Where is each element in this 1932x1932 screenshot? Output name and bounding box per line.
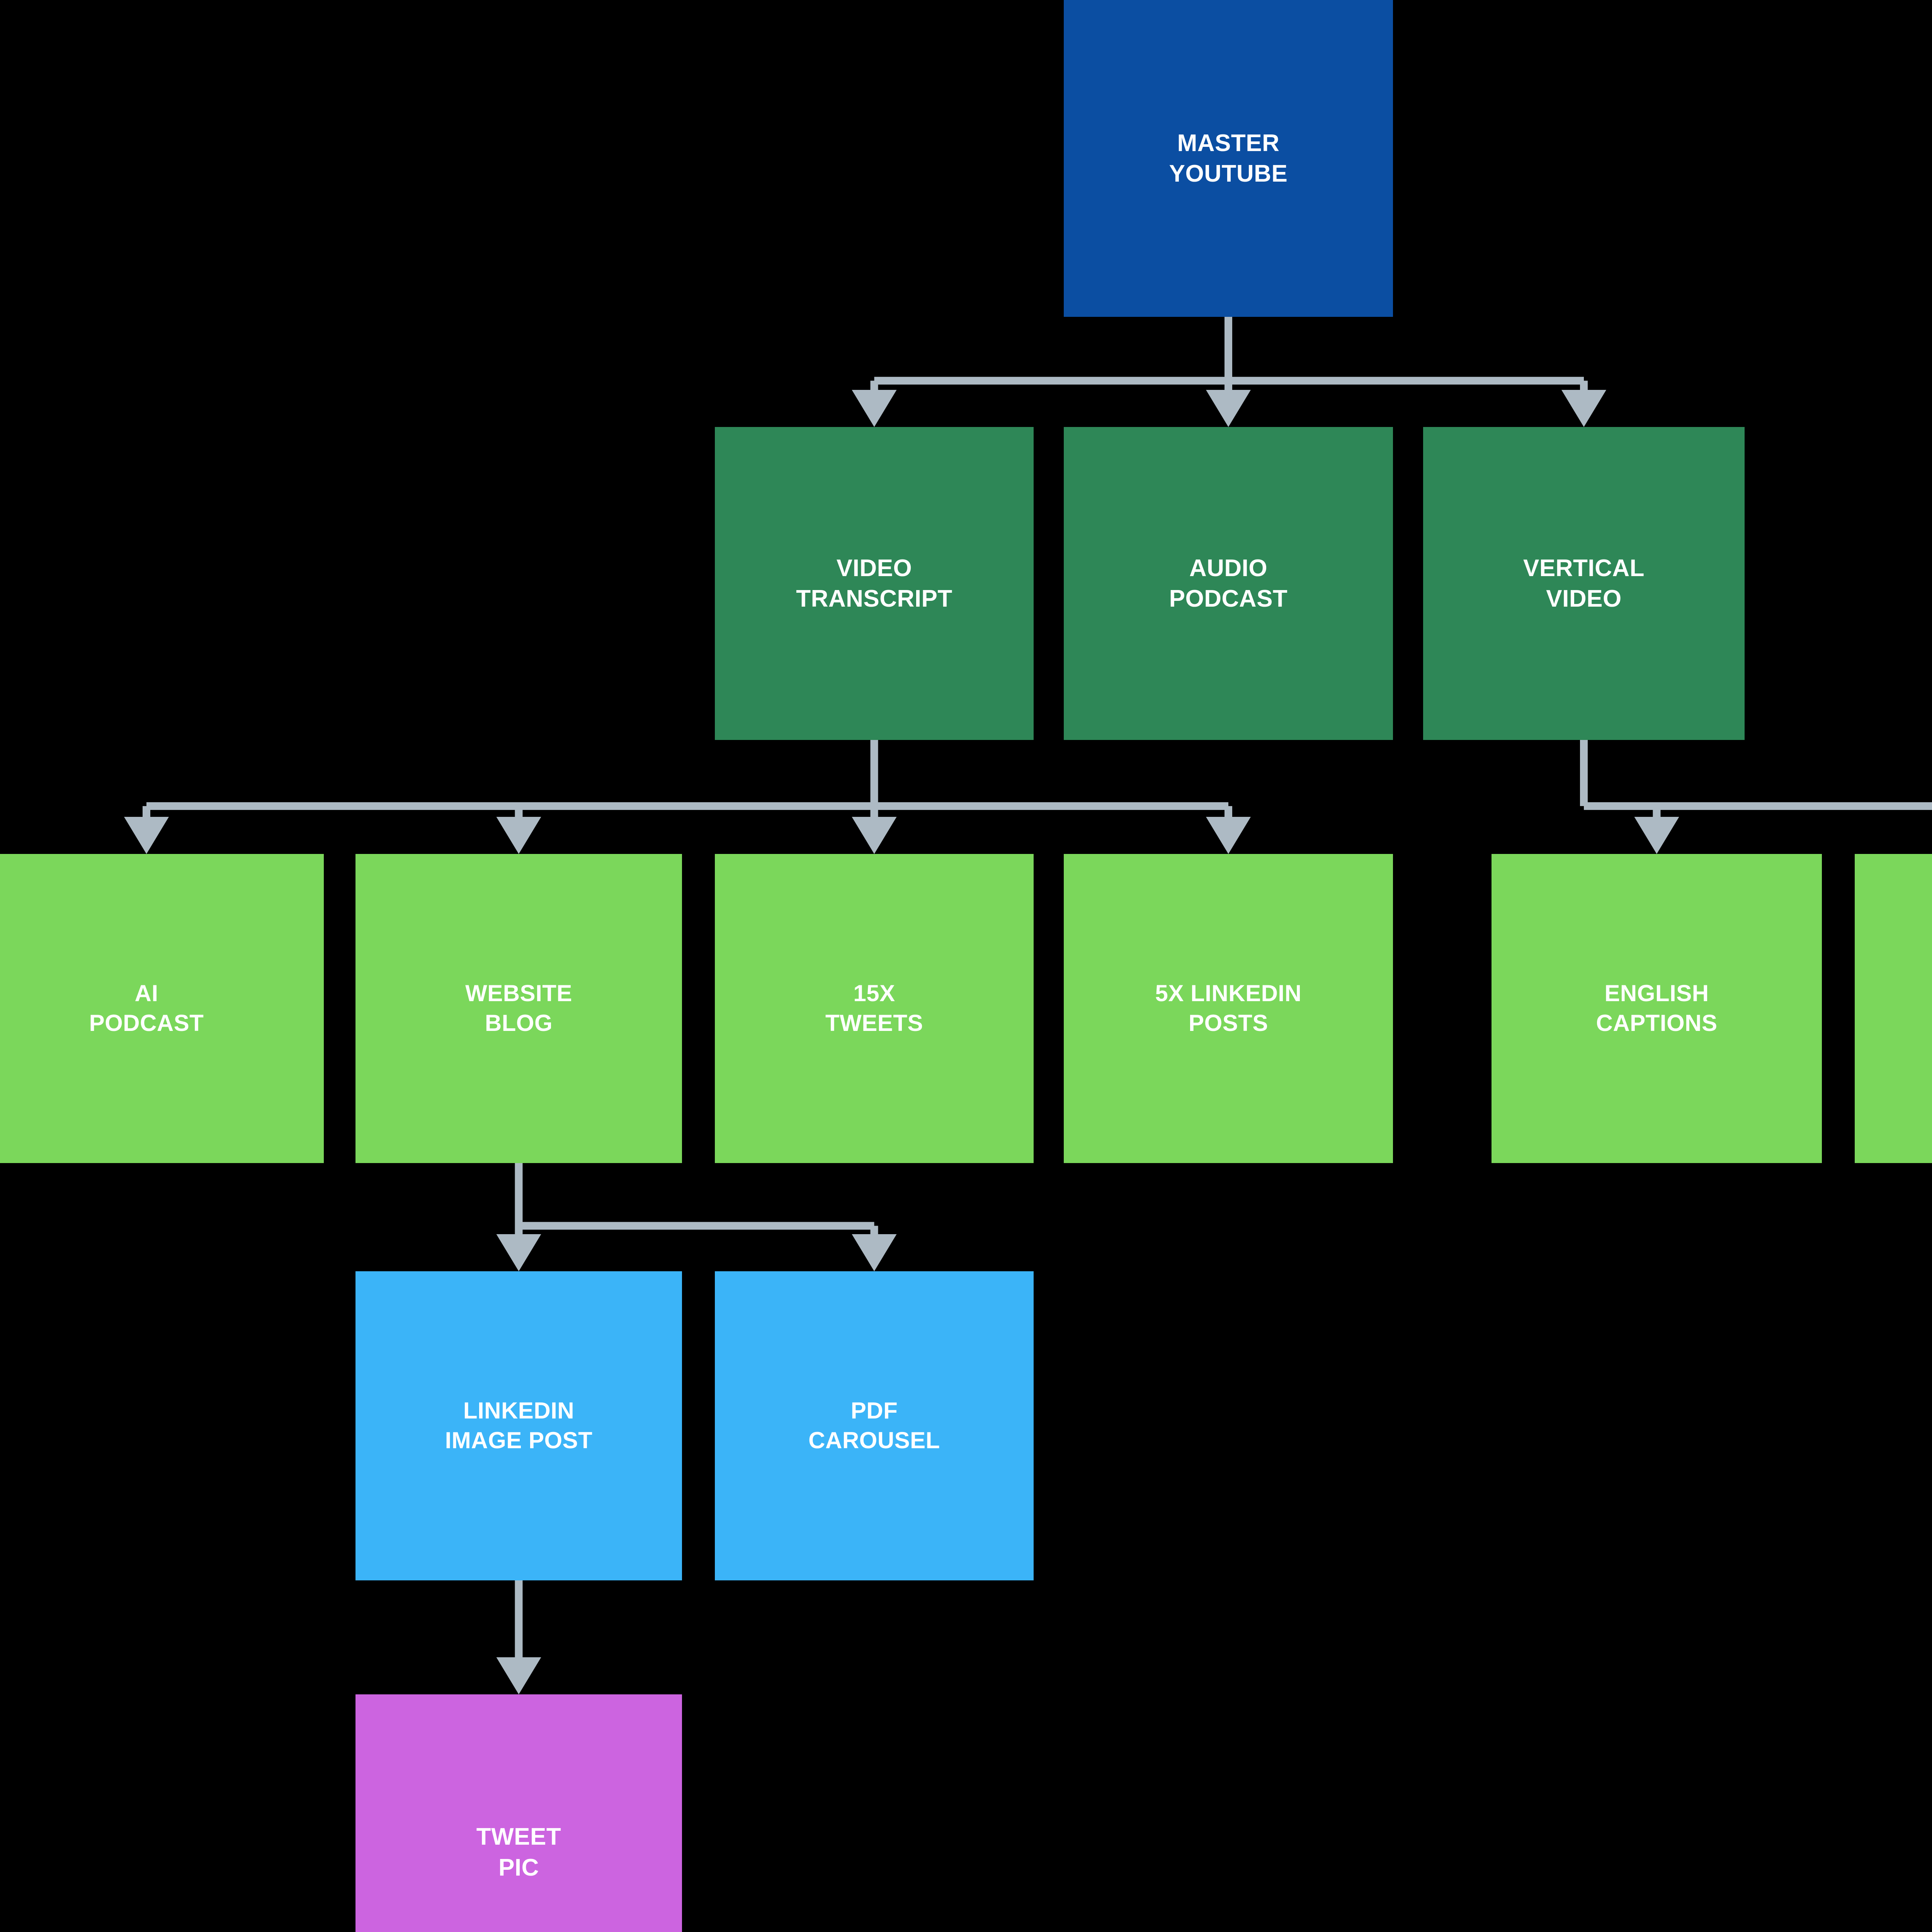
node-label: PDF CAROUSEL (808, 1398, 940, 1453)
node-15x-tweets[interactable]: 15X TWEETS (715, 854, 1034, 1163)
edge-master-youtube (870, 317, 1588, 392)
arrowhead-icon (496, 1234, 541, 1271)
edge-video-transcript (143, 740, 1232, 819)
node-label: ENGLISH CAPTIONS (1596, 980, 1718, 1036)
arrowhead-icon (496, 817, 541, 854)
node-label: MASTER YOUTUBE (1169, 129, 1288, 187)
arrowhead-icon (1561, 390, 1606, 427)
arrowhead-icon (852, 390, 897, 427)
node-label: VERTICAL VIDEO (1523, 554, 1645, 612)
arrowhead-icon (496, 1657, 541, 1694)
arrowhead-icon (1206, 817, 1251, 854)
node-label: LINKEDIN IMAGE POST (445, 1398, 593, 1453)
node-5x-linkedin-posts[interactable]: 5X LINKEDIN POSTS (1064, 854, 1393, 1163)
node-vertical-video[interactable]: VERTICAL VIDEO (1423, 427, 1745, 740)
node-label: 5X LINKEDIN POSTS (1155, 980, 1302, 1036)
node-label: AUDIO PODCAST (1169, 554, 1288, 612)
node-video-transcript[interactable]: VIDEO TRANSCRIPT (715, 427, 1034, 740)
node-audio-podcast[interactable]: AUDIO PODCAST (1064, 427, 1393, 740)
arrowhead-icon (852, 1234, 897, 1271)
node-label: VIDEO TRANSCRIPT (796, 554, 952, 612)
edge-website-blog (515, 1163, 878, 1236)
arrowhead-icon (1206, 390, 1251, 427)
node-website-blog[interactable]: WEBSITE BLOG (355, 854, 682, 1163)
node-label: TWEET PIC (476, 1823, 561, 1881)
node-ai-podcast[interactable]: AI PODCAST (0, 854, 324, 1163)
edge-vertical-video (1580, 740, 1932, 819)
node-label: AI PODCAST (89, 980, 204, 1036)
arrowhead-icon (1634, 817, 1679, 854)
node-master-youtube[interactable]: MASTER YOUTUBE (1064, 0, 1393, 317)
arrowhead-icon (124, 817, 169, 854)
node-spanish-audio-captions[interactable]: SPANISH AUDIO & CAPTIONS (1855, 854, 1932, 1163)
node-linkedin-image-post[interactable]: LINKEDIN IMAGE POST (355, 1271, 682, 1580)
arrowhead-icon (852, 817, 897, 854)
node-tweet-pic[interactable]: TWEET PIC (355, 1694, 682, 1932)
node-english-captions[interactable]: ENGLISH CAPTIONS (1492, 854, 1822, 1163)
node-label: 15X TWEETS (825, 980, 923, 1036)
node-label: WEBSITE BLOG (465, 980, 572, 1036)
node-pdf-carousel[interactable]: PDF CAROUSEL (715, 1271, 1034, 1580)
